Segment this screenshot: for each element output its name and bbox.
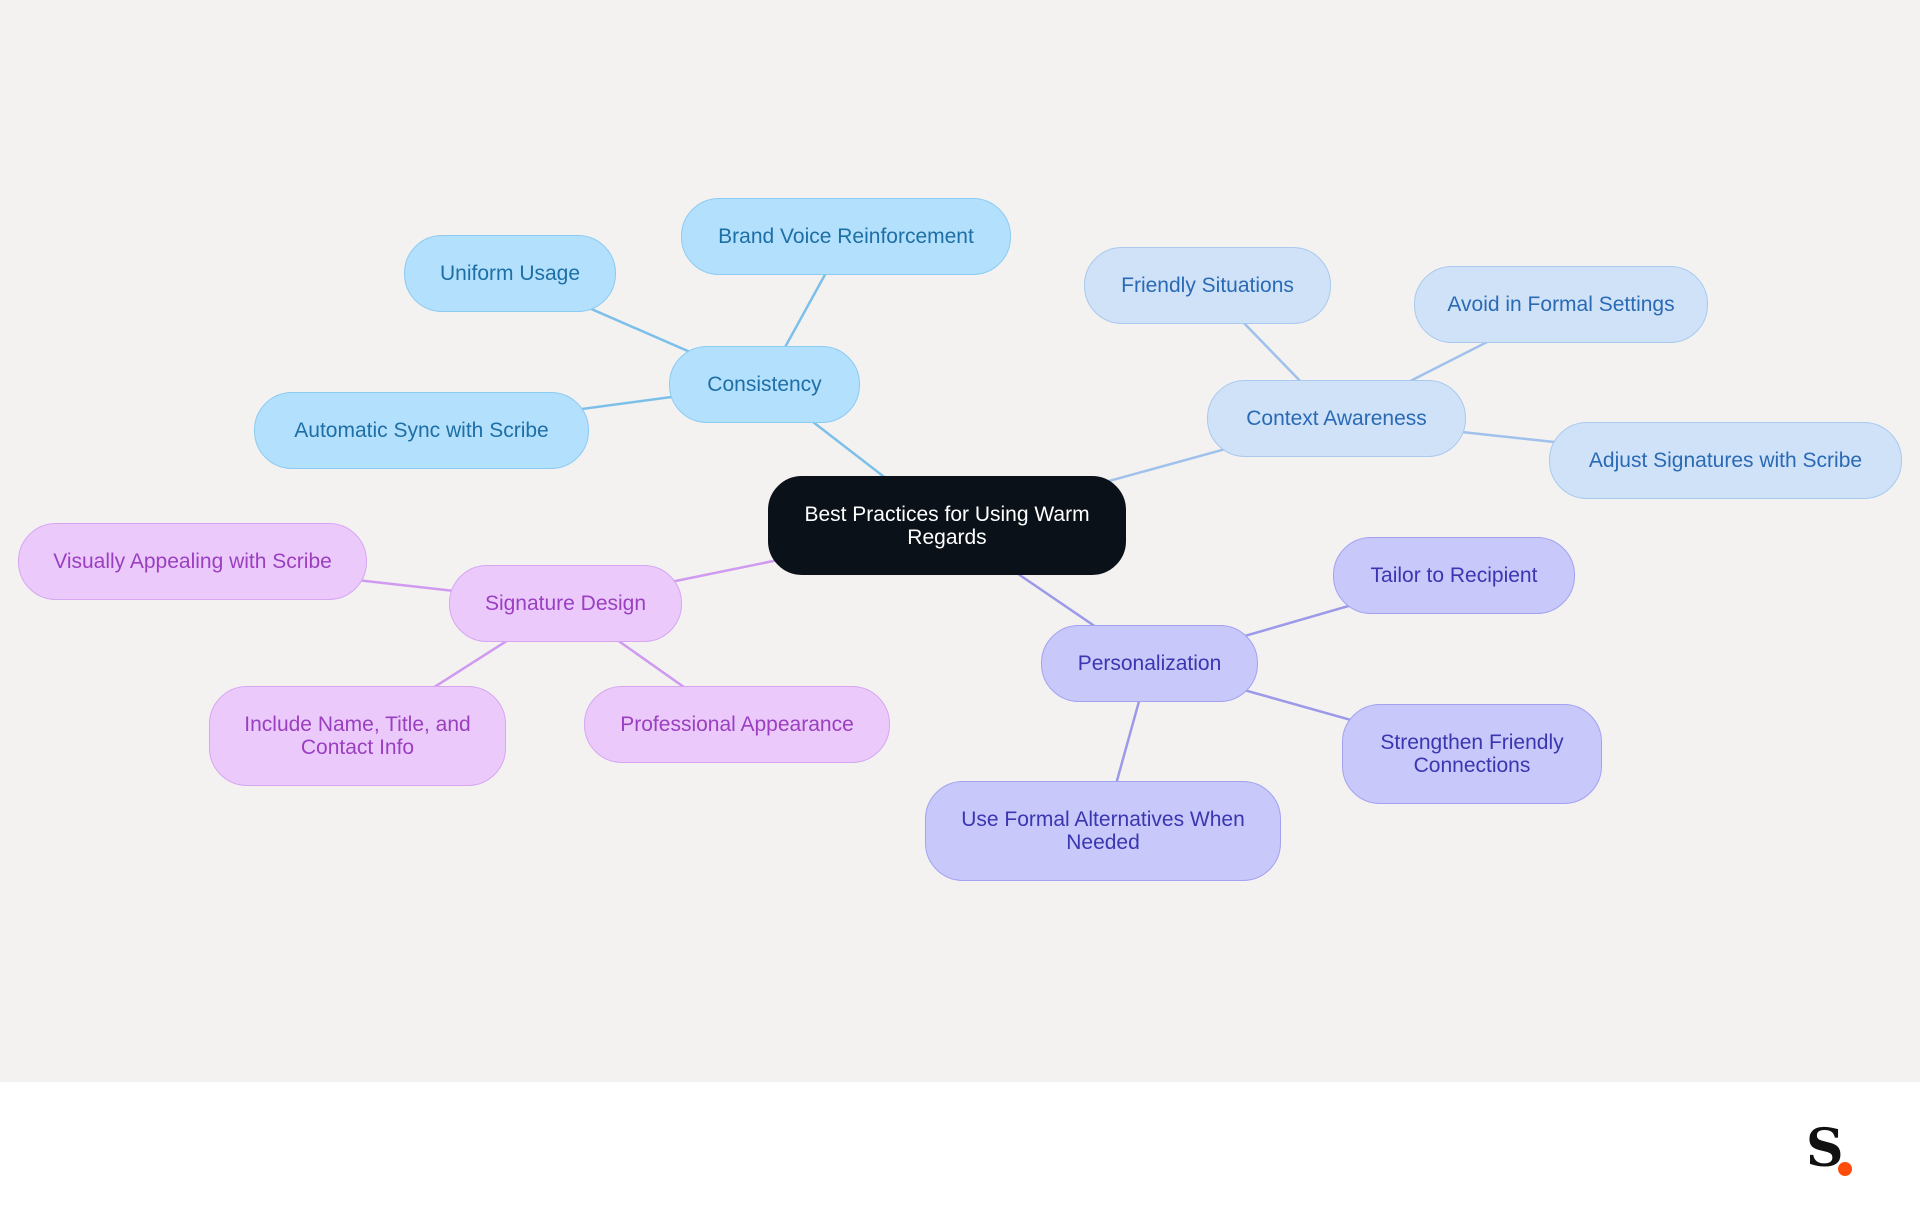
leaf-adjust-signatures-with-scribe: Adjust Signatures with Scribe (1549, 422, 1902, 499)
leaf-strengthen-friendly-connections: Strengthen Friendly Connections (1342, 704, 1602, 804)
leaf-uniform-usage: Uniform Usage (404, 235, 616, 312)
leaf-visually-appealing-with-scribe: Visually Appealing with Scribe (18, 523, 367, 600)
leaf-avoid-in-formal-settings: Avoid in Formal Settings (1414, 266, 1708, 343)
leaf-tailor-to-recipient: Tailor to Recipient (1333, 537, 1575, 614)
scribe-logo-icon: S (1806, 1120, 1862, 1178)
leaf-use-formal-alternatives: Use Formal Alternatives When Needed (925, 781, 1281, 881)
leaf-automatic-sync-with-scribe: Automatic Sync with Scribe (254, 392, 589, 469)
branch-personalization: Personalization (1041, 625, 1258, 702)
footer-bar (0, 1082, 1920, 1215)
branch-context-awareness: Context Awareness (1207, 380, 1466, 457)
leaf-professional-appearance: Professional Appearance (584, 686, 890, 763)
mindmap-canvas: Best Practices for Using Warm Regards Co… (0, 0, 1920, 1082)
root-node: Best Practices for Using Warm Regards (768, 476, 1126, 575)
branch-consistency: Consistency (669, 346, 860, 423)
leaf-brand-voice-reinforcement: Brand Voice Reinforcement (681, 198, 1011, 275)
branch-signature-design: Signature Design (449, 565, 682, 642)
leaf-friendly-situations: Friendly Situations (1084, 247, 1331, 324)
logo-dot (1838, 1162, 1852, 1176)
leaf-include-name-title-contact: Include Name, Title, and Contact Info (209, 686, 506, 786)
